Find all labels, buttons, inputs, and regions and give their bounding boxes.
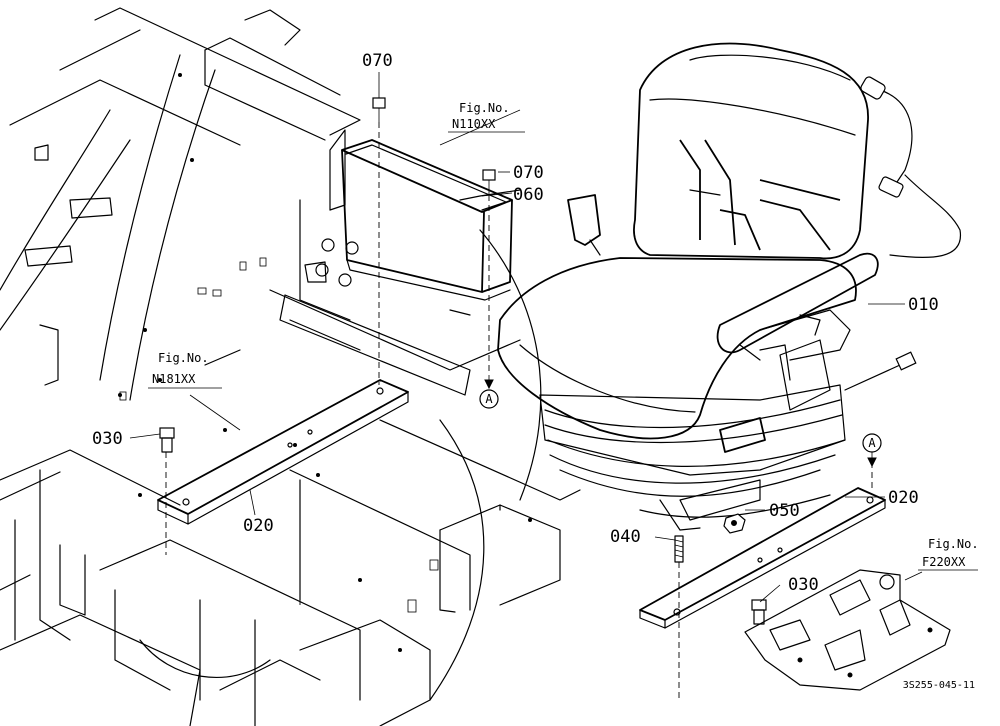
storage-box <box>341 139 513 301</box>
marker-a-right: A <box>862 433 882 468</box>
label-070-right: 070 <box>513 163 544 183</box>
ref-f220xx: Fig.No. F220XX <box>918 537 979 571</box>
label-050: 050 <box>769 501 800 521</box>
ref-f220xx-code: F220XX <box>922 555 966 569</box>
marker-a-left: A <box>479 375 499 409</box>
ref-n110xx-prefix: Fig.No. <box>459 101 510 115</box>
ref-n181xx-prefix: Fig.No. <box>158 351 209 365</box>
marker-a-right-label: A <box>868 436 876 450</box>
label-020-left: 020 <box>243 516 274 536</box>
label-070-top: 070 <box>362 51 393 71</box>
bolt-070-top <box>372 97 386 122</box>
label-010: 010 <box>908 295 939 315</box>
ref-f220xx-prefix: Fig.No. <box>928 537 979 551</box>
stud-040 <box>674 535 684 563</box>
label-030-left: 030 <box>92 429 123 449</box>
right-seat-rail <box>639 487 886 629</box>
left-seat-rail <box>157 379 409 525</box>
leader-lines <box>129 72 923 603</box>
nut-050 <box>723 513 746 534</box>
ref-n181xx: Fig.No. N181XX <box>148 351 222 389</box>
label-060: 060 <box>513 185 544 205</box>
mounting-plate <box>744 569 951 691</box>
centerlines <box>165 122 873 700</box>
ref-n110xx-code: N110XX <box>452 117 496 131</box>
label-020-right: 020 <box>888 488 919 508</box>
label-030-right: 030 <box>788 575 819 595</box>
ref-n181xx-code: N181XX <box>152 372 196 386</box>
bolt-030-right <box>751 599 767 625</box>
ref-n110xx: Fig.No. N110XX <box>448 101 525 133</box>
bolt-070-right <box>482 169 496 195</box>
seat-assembly <box>497 42 961 531</box>
bolt-030-left <box>159 427 175 453</box>
drawing-code: 3S255-045-11 <box>903 680 975 691</box>
label-040: 040 <box>610 527 641 547</box>
cab-frame <box>0 7 581 726</box>
marker-a-left-label: A <box>485 392 493 406</box>
part-labels: 070 070 060 010 020 050 040 030 030 020 <box>92 51 939 595</box>
